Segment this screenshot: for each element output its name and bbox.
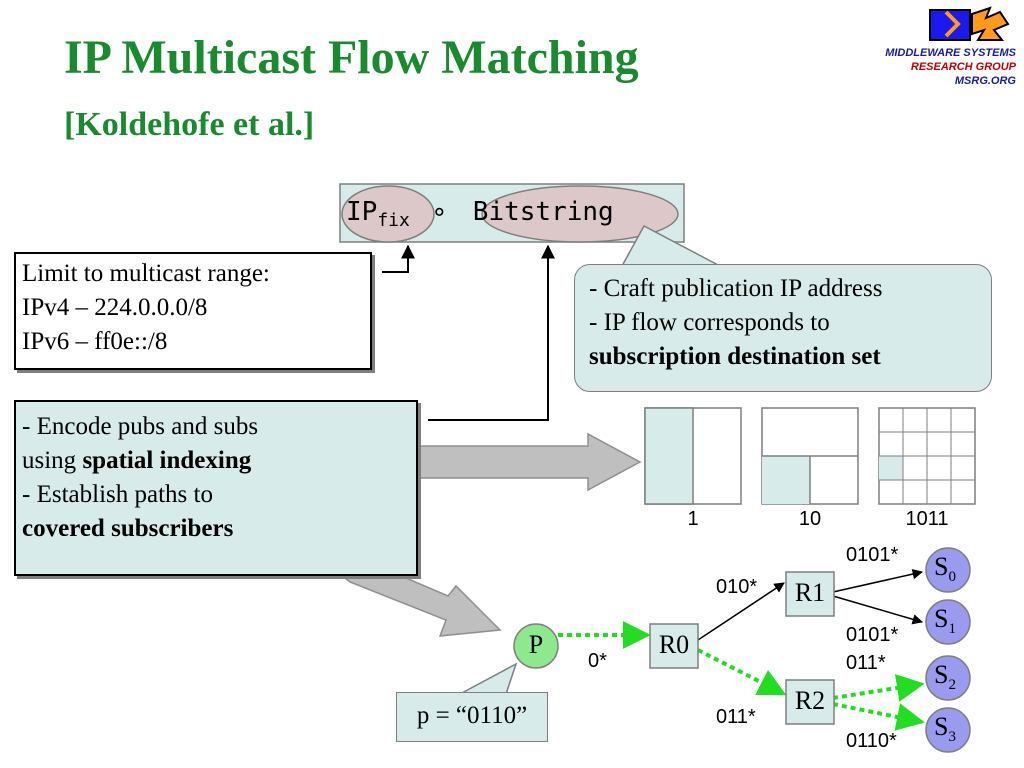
encode-connector [428,244,555,421]
edge-r0-r2 [697,648,787,696]
s2-index: 2 [948,677,956,694]
edge-label-r0-r1: 010* [716,576,758,598]
subscriber-s3-label: S3 [934,712,956,746]
subscriber-s1-node [925,599,971,645]
encode-line-2-bold: spatial indexing [82,447,252,474]
grid-3 [878,407,976,505]
edge-label-r2-s2: 011* [846,652,886,674]
bitstring-oval [481,185,679,243]
publisher-label: P [528,630,544,659]
encode-line-2-prefix: using [22,447,83,474]
publication-callout-tail [459,662,518,695]
edge-r2-s2 [832,674,925,702]
edge-label-r1-s1: 0101* [846,624,899,646]
brand-line-1: MIDDLEWARE SYSTEMS [885,47,1016,59]
s0-letter: S [934,552,949,581]
grid-1 [644,407,742,505]
publication-callout: p = “0110” [396,692,548,742]
subscriber-s0-label: S0 [934,552,956,586]
formula: IPfix ∘ Bitstring [346,196,614,237]
ip-oval [341,185,435,243]
grid-3-label: 1011 [905,508,949,530]
s0-index: 0 [948,569,956,586]
publisher-node [513,623,559,669]
ip-subscript: fix [377,210,410,232]
craft-line-2: - IP flow corresponds to [589,309,830,336]
encode-line-3: - Establish paths to [22,481,213,508]
router-r0-node [649,623,699,669]
encode-line-2: using spatial indexing [22,444,410,478]
subscriber-s0-node [925,547,971,593]
router-r2-node [785,679,835,725]
craft-callout: - Craft publication IP address - IP flow… [574,264,992,392]
ip-label: IP [346,197,378,227]
range-line-3: IPv6 – ff0e::/8 [22,328,168,355]
subscriber-s3-node [925,707,971,753]
s3-letter: S [934,712,949,741]
s3-index: 3 [948,729,956,746]
encode-line-4: covered subscribers [22,515,234,542]
s1-letter: S [934,604,949,633]
multicast-range-box: Limit to multicast range: IPv4 – 224.0.0… [14,252,372,370]
msrg-branding: MIDDLEWARE SYSTEMS RESEARCH GROUP MSRG.O… [885,46,1016,88]
arrow-to-network [338,565,502,637]
edge-r0-r1 [697,582,785,641]
range-line-2: IPv4 – 224.0.0.0/8 [22,294,208,321]
edge-r1-s0 [832,568,924,593]
router-r1-label: R1 [794,578,826,607]
msrg-logo [929,6,1010,41]
s2-letter: S [934,660,949,689]
grid-2 [761,407,859,505]
edge-label-r1-s0: 0101* [846,544,899,566]
subscriber-s2-node [925,655,971,701]
router-r2-label: R2 [794,686,826,715]
slide-title: IP Multicast Flow Matching [64,31,639,84]
edge-label-p-r0: 0* [588,650,607,672]
grid-2-label: 10 [798,508,822,530]
compose-operator: ∘ [431,197,448,227]
brand-line-2: RESEARCH GROUP [910,61,1016,73]
router-r0-label: R0 [658,630,690,659]
router-r1-node [785,571,835,617]
slide-subtitle: [Koldehofe et al.] [64,106,315,143]
brand-line-3: MSRG.ORG [954,75,1016,87]
subscriber-s1-label: S1 [934,604,956,638]
range-line-1: Limit to multicast range: [22,260,270,287]
bitstring-label: Bitstring [472,197,614,227]
arrow-to-grids [419,432,642,492]
edge-r1-s1 [832,595,924,625]
grid-1-label: 1 [687,508,699,530]
craft-line-3: subscription destination set [589,343,881,370]
s1-index: 1 [948,621,956,638]
edge-label-r0-r2: 011* [716,706,756,728]
craft-line-1: - Craft publication IP address [589,275,883,302]
range-connector [382,244,415,273]
encode-box: - Encode pubs and subs using spatial ind… [14,400,418,576]
edge-r2-s3 [832,702,925,731]
encode-line-1: - Encode pubs and subs [22,413,259,440]
edge-label-r2-s3: 0110* [846,730,897,752]
subscriber-s2-label: S2 [934,660,956,694]
